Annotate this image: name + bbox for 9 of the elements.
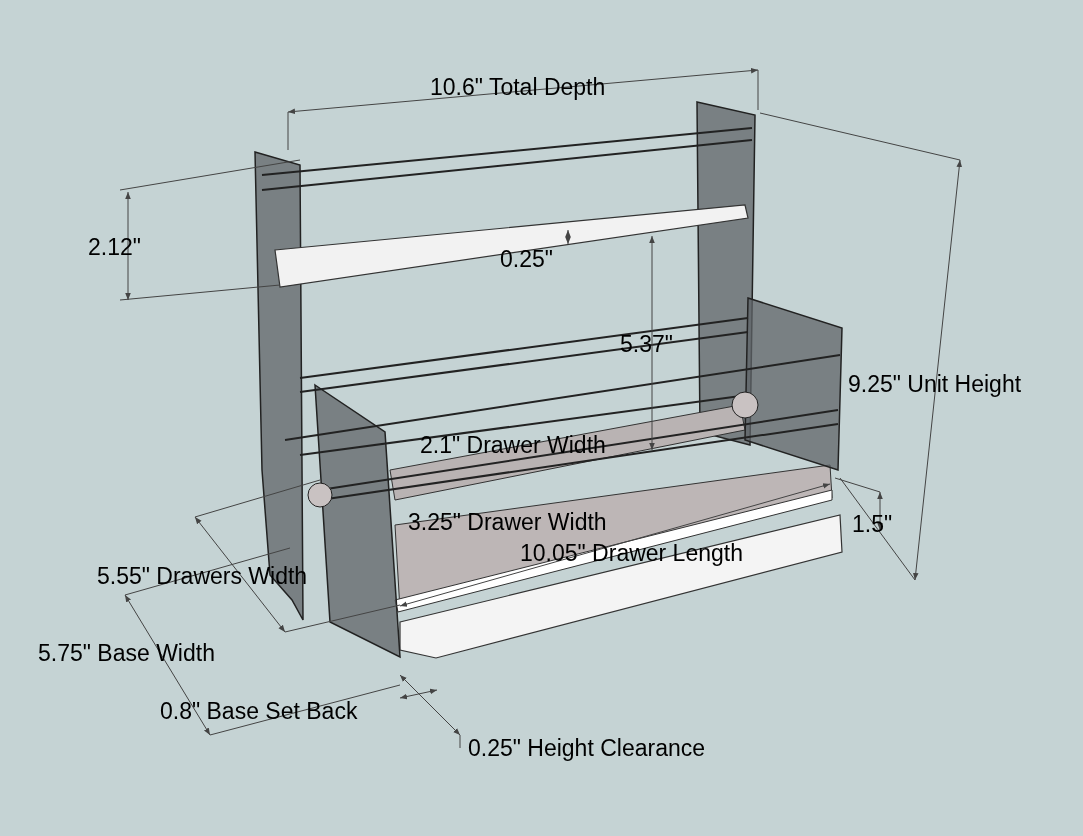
dimension-label: 1.5" xyxy=(852,512,893,538)
dimension-label: 0.25" xyxy=(500,247,553,273)
dimension-label: 3.25" Drawer Width xyxy=(408,510,607,536)
dimension-label: 0.25" Height Clearance xyxy=(468,736,706,762)
dimension-label: 10.6" Total Depth xyxy=(430,75,606,101)
dimension-label: 9.25" Unit Height xyxy=(848,372,1022,398)
dimension-label: 2.12" xyxy=(88,235,141,261)
dimension-label: 5.75" Base Width xyxy=(38,641,215,667)
dimension-label: 0.8" Base Set Back xyxy=(160,699,358,725)
